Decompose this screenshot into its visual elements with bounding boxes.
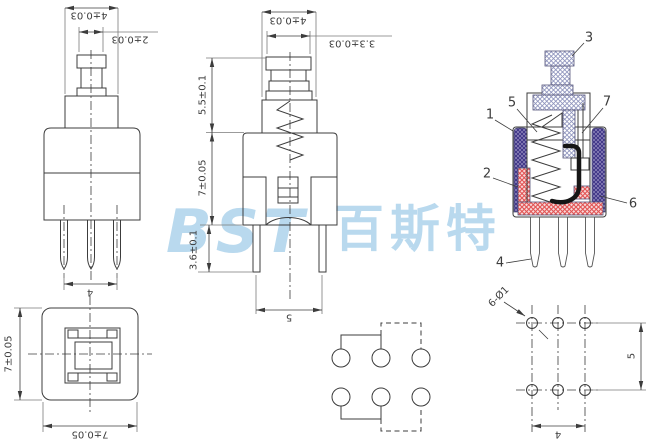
section-pin-left: [252, 224, 261, 273]
front-cap: [76, 54, 107, 69]
front-cap-neck: [80, 67, 103, 89]
pcb-hole: [552, 384, 564, 396]
schematic-terminal: [331, 387, 351, 407]
section-inner-left: [243, 176, 267, 225]
section-cap-step2: [268, 80, 310, 92]
pcb-layout-view: 6-Ø1 5 4: [486, 284, 646, 440]
dim-bottom-width: 7±0.05: [71, 429, 108, 440]
assembly-plunger-flange: [541, 84, 574, 96]
assembly-base-column: [517, 167, 531, 203]
assembly-housing-wall-right: [591, 127, 606, 213]
dim-section-cap-width: 4±0.03: [269, 15, 306, 26]
callout-plunger: 3: [585, 31, 593, 46]
dim-section-pin-length: 3.6±0.1: [189, 230, 200, 270]
dim-bottom-height: 7±0.05: [4, 335, 15, 372]
assembly-pin-middle: [558, 216, 568, 268]
leader-line: [538, 329, 549, 340]
bottom-corner-tab: [106, 329, 118, 339]
schematic-view: [331, 322, 431, 432]
bottom-corner-tab: [67, 329, 79, 339]
section-body: [242, 132, 338, 226]
section-inner-right: [310, 176, 337, 225]
leader-line: [581, 107, 604, 134]
pcb-hole: [579, 317, 591, 329]
pcb-hole: [579, 384, 591, 396]
leader-line: [503, 301, 526, 317]
dim-pcb-col-span: 4: [555, 429, 561, 440]
schematic-open-contact-bottom: [380, 406, 422, 432]
front-bezel: [64, 95, 119, 129]
schematic-terminal: [411, 348, 431, 368]
assembly-view: 1 2 3 4 5 6 7: [483, 31, 637, 271]
dim-section-stem-height: 5.5±0.1: [198, 75, 209, 115]
schematic-closed-contact-top: [340, 334, 382, 349]
callout-spring: 5: [508, 96, 516, 111]
callout-base: 2: [483, 167, 491, 182]
watermark-logo: BST: [166, 197, 308, 267]
schematic-terminal: [371, 387, 391, 407]
section-cap-ring: [265, 90, 313, 101]
pcb-hole: [526, 384, 538, 396]
dim-front-shaft-width: 2±0.03: [111, 34, 148, 45]
callout-contact-wire: 6: [629, 197, 637, 212]
front-view: 4±0.03 2±0.03 4: [43, 5, 158, 298]
callout-slider: 7: [603, 95, 611, 110]
front-cap-ring: [76, 87, 107, 97]
assembly-spring: [530, 114, 562, 203]
watermark: BST 百斯特: [166, 197, 502, 267]
leader-line: [494, 119, 514, 132]
leader-line: [492, 177, 519, 188]
dim-section-cap-top: 3.3±0.03: [329, 38, 376, 49]
bottom-corner-tab: [106, 372, 118, 382]
section-pin-right: [318, 224, 327, 273]
dim-section-pin-span: 5: [286, 312, 292, 323]
bottom-bezel-square: [64, 327, 121, 384]
pcb-hole: [526, 317, 538, 329]
section-contact-block: [277, 176, 299, 204]
assembly-contact-wire: [549, 143, 582, 205]
bottom-cap-square: [74, 341, 113, 370]
front-pin-middle: [87, 220, 95, 270]
pcb-hole: [552, 317, 564, 329]
dim-section-body-height: 7±0.05: [198, 159, 209, 196]
assembly-plunger-knob: [544, 50, 575, 67]
leader-line: [599, 195, 628, 204]
assembly-plunger-body: [532, 94, 586, 111]
callout-housing: 1: [486, 108, 494, 123]
schematic-terminal: [331, 348, 351, 368]
dim-front-cap-width: 4±0.03: [70, 10, 107, 21]
section-bottom-arc: [265, 217, 312, 226]
dim-pcb-holes: 6-Ø1: [486, 284, 512, 310]
bottom-view: 7±0.05 7±0.05: [4, 296, 152, 440]
section-bezel: [261, 99, 318, 134]
assembly-plunger-stem: [562, 109, 576, 159]
dim-pcb-row-pitch: 5: [627, 353, 638, 359]
assembly-pin-left: [530, 216, 540, 268]
section-cap-step1: [270, 69, 307, 82]
assembly-spring-seat: [540, 112, 563, 128]
section-cap: [265, 56, 312, 71]
leader-line: [516, 108, 538, 133]
dim-front-pin-span: 4: [87, 287, 93, 298]
bottom-corner-tab: [67, 372, 79, 382]
section-view: 4±0.03 3.3±0.03 5.5±0.1 7±0.05 3.6±0.1 5: [189, 9, 392, 323]
callout-pins: 4: [496, 256, 504, 271]
schematic-closed-contact-bottom: [340, 406, 382, 420]
front-body: [43, 127, 141, 221]
leader-line: [571, 42, 585, 57]
assembly-plunger-neck: [550, 65, 571, 86]
schematic-open-contact-top: [380, 322, 422, 349]
watermark-cjk-text: 百斯特: [333, 200, 502, 258]
schematic-terminal: [371, 348, 391, 368]
schematic-terminal: [411, 387, 431, 407]
assembly-pin-right: [585, 216, 595, 268]
leader-line: [505, 258, 532, 264]
